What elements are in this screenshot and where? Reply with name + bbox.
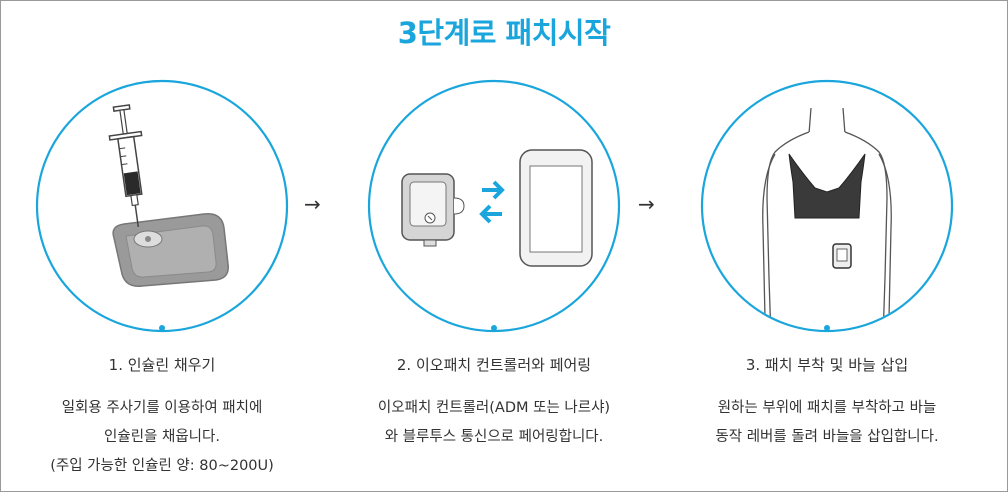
step-1-title: 1. 인슐린 채우기 (108, 356, 216, 374)
step-3-desc-line: 동작 레버를 돌려 바늘을 삽입합니다. (715, 429, 939, 445)
step-2-illustration (367, 79, 621, 333)
step-dot (159, 325, 165, 331)
step-1-description: 일회용 주사기를 이용하여 패치에 인슐린을 채웁니다. (주입 가능한 인슐린… (0, 394, 348, 481)
step-2-desc-line: 이오패치 컨트롤러(ADM 또는 나르샤) (377, 400, 611, 416)
step-3-illustration (700, 79, 954, 333)
step-1-desc-line: 인슐린을 채웁니다. (104, 429, 220, 445)
step-1-desc-line: (주입 가능한 인슐린 양: 80~200U) (50, 458, 274, 474)
torso-illustration (762, 107, 892, 330)
pairing-arrows-icon (479, 180, 505, 224)
step-circle (35, 79, 289, 333)
eopatch-device-icon (401, 173, 465, 247)
step-3-description: 원하는 부위에 패치를 부착하고 바늘 동작 레버를 돌려 바늘을 삽입합니다. (641, 394, 1008, 452)
page-title: 3단계로 패치시작 (397, 16, 611, 50)
step-dot (824, 325, 830, 331)
step-2-title: 2. 이오패치 컨트롤러와 페어링 (396, 356, 592, 374)
syringe-icon (108, 104, 143, 227)
step-3-desc-line: 원하는 부위에 패치를 부착하고 바늘 (717, 400, 937, 416)
step-arrow-1: → (304, 192, 321, 216)
step-2-desc-line: 와 블루투스 통신으로 페어링합니다. (384, 429, 604, 445)
controller-device-icon (519, 149, 593, 267)
step-arrow-2: → (638, 192, 655, 216)
step-dot (491, 325, 497, 331)
step-2-description: 이오패치 컨트롤러(ADM 또는 나르샤) 와 블루투스 통신으로 페어링합니다… (308, 394, 680, 452)
step-3-title: 3. 패치 부착 및 바늘 삽입 (745, 356, 909, 374)
patch-icon (112, 213, 229, 287)
step-1-illustration (35, 79, 289, 333)
step-1-desc-line: 일회용 주사기를 이용하여 패치에 (61, 400, 263, 416)
